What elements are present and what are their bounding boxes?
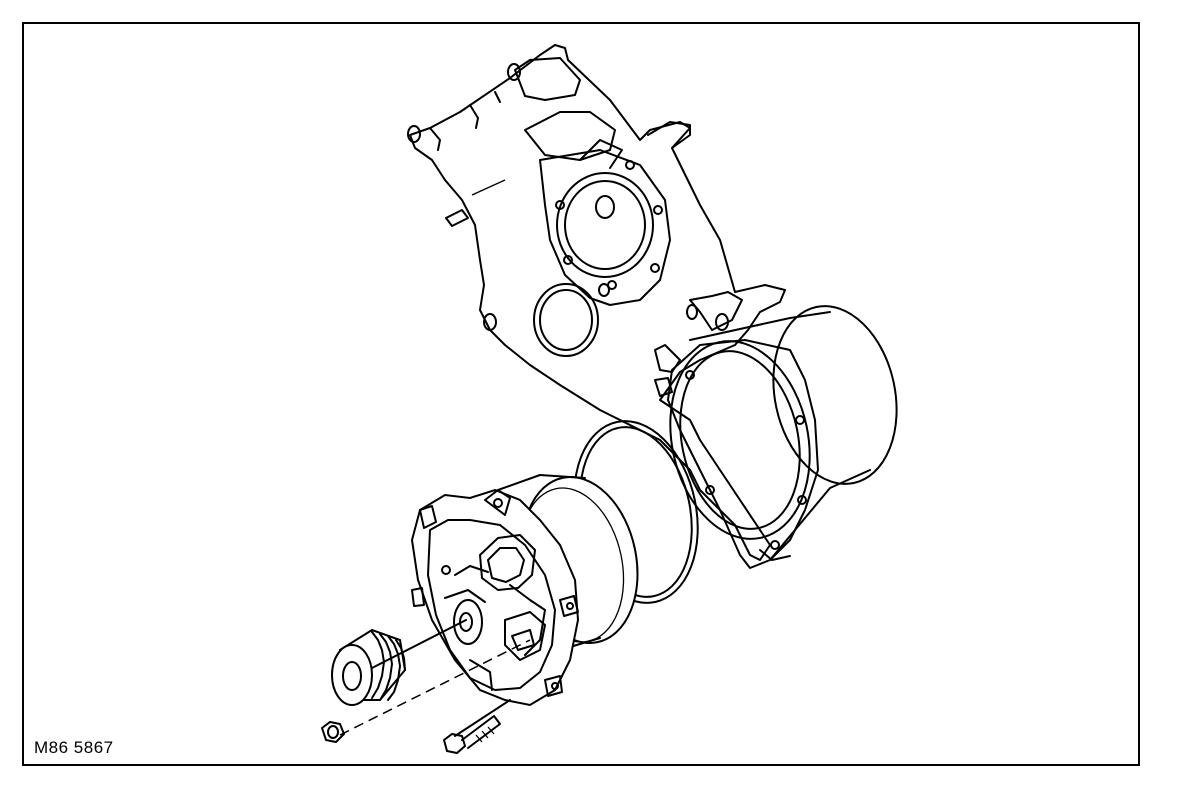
figure-reference-code: M86 5867 (34, 738, 114, 757)
front-cover-plate (407, 44, 786, 561)
pulley-nut (320, 720, 346, 744)
alternator (410, 474, 639, 707)
alignment-lines (339, 619, 531, 737)
alternator-mounting-housing (667, 305, 898, 569)
mounting-bolt (442, 715, 501, 755)
alternator-pulley (331, 628, 407, 706)
